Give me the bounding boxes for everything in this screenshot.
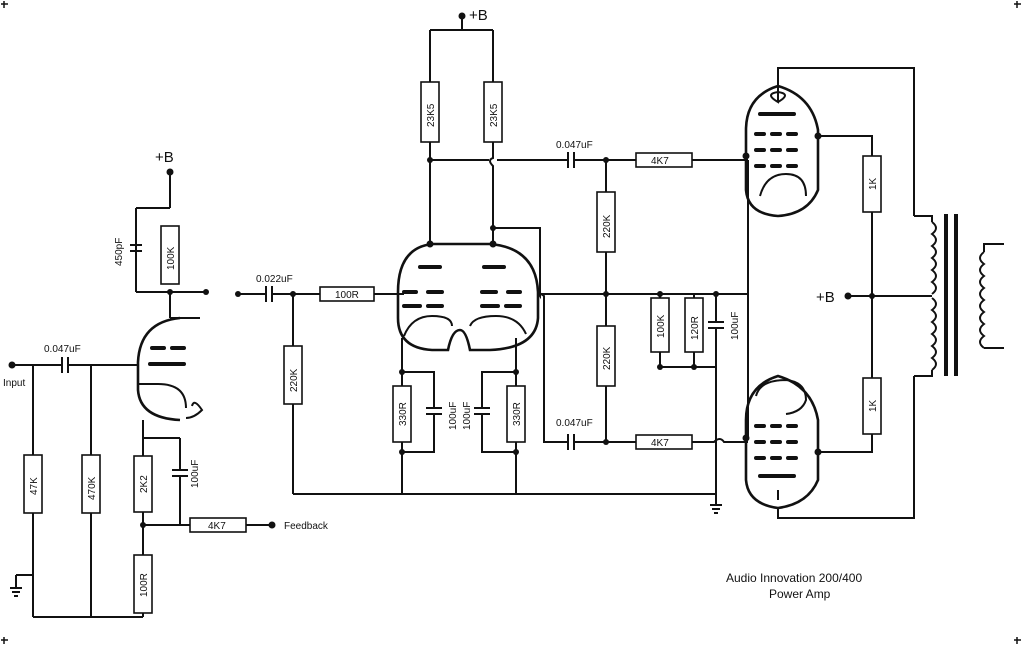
supply-label-right: +B <box>816 289 835 306</box>
feedback-label: Feedback <box>284 521 329 532</box>
resistor-4k7-lower-label: 4K7 <box>651 438 669 449</box>
resistor-100r-bottom-label: 100R <box>139 573 150 597</box>
resistor-330r-right-label: 330R <box>512 402 523 426</box>
resistor-4k7-feedback-label: 4K7 <box>208 521 226 532</box>
resistor-100r-grid-label: 100R <box>335 290 359 301</box>
resistor-4k7-lower <box>635 434 693 450</box>
output-stage: 1K 1K +B <box>742 67 932 519</box>
cap-100uf-bias-label: 100uF <box>730 312 741 340</box>
supply-label-left: +B <box>155 149 174 166</box>
resistor-330r-left <box>392 385 412 443</box>
input-stage: +B 450pF 100K Input 0.047uF 47K 470K <box>3 149 329 618</box>
cap-lower-label: 0.047uF <box>556 418 593 429</box>
input-triode-envelope <box>136 316 181 422</box>
bias-network: 0.047uF 4K7 0.047uF 4K7 220K 220K 100K 1… <box>540 140 748 514</box>
resistor-47k <box>23 454 43 514</box>
resistor-220k-lower <box>596 325 616 387</box>
resistor-1k-upper-label: 1K <box>868 177 879 190</box>
resistor-220k-grid-label: 220K <box>289 368 300 392</box>
resistor-2k2 <box>133 455 153 513</box>
output-tube-upper <box>744 84 820 218</box>
resistor-100r-bottom <box>133 554 153 614</box>
resistor-2k2-label: 2K2 <box>139 475 150 493</box>
resistor-4k7-upper-label: 4K7 <box>651 156 669 167</box>
resistor-47k-label: 47K <box>29 477 40 495</box>
resistor-100r-grid <box>319 286 375 302</box>
cap-upper-label: 0.047uF <box>556 140 593 151</box>
cap-100uf-first-label: 100uF <box>190 460 201 488</box>
supply-label-top: +B <box>469 7 488 24</box>
resistor-220k-upper <box>596 191 616 253</box>
resistor-4k7-feedback <box>189 517 247 533</box>
input-label: Input <box>3 378 25 389</box>
resistor-330r-right <box>506 385 526 443</box>
resistor-100k-first <box>160 225 180 285</box>
resistor-220k-lower-label: 220K <box>602 346 613 370</box>
cap-input-label: 0.047uF <box>44 344 81 355</box>
resistor-1k-lower-label: 1K <box>868 399 879 412</box>
resistor-100k-bias-label: 100K <box>656 314 667 338</box>
phase-splitter-stage: 0.022uF 100R 220K +B 23K5 23K5 330R <box>235 7 716 495</box>
resistor-220k-grid <box>283 345 303 405</box>
cap-100uf-cat-left-label: 100uF <box>448 402 459 430</box>
cap-450pf-label: 450pF <box>114 238 125 266</box>
diagram-title-line2: Power Amp <box>769 587 831 601</box>
cap-100uf-cat-right-label: 100uF <box>462 402 473 430</box>
resistor-100k-bias <box>650 297 670 353</box>
transformer-core <box>944 214 958 376</box>
output-transformer <box>914 214 1004 377</box>
resistor-220k-upper-label: 220K <box>602 214 613 238</box>
resistor-100k-first-label: 100K <box>166 246 177 270</box>
resistor-470k-label: 470K <box>87 476 98 500</box>
cap-coupling-label: 0.022uF <box>256 274 293 285</box>
diagram-title-line1: Audio Innovation 200/400 <box>726 571 862 585</box>
resistor-4k7-upper <box>635 152 693 168</box>
resistor-120r-bias <box>684 297 704 353</box>
resistor-23k5-left-label: 23K5 <box>426 103 437 127</box>
resistor-470k <box>81 454 101 514</box>
resistor-23k5-right-label: 23K5 <box>489 103 500 127</box>
resistor-330r-left-label: 330R <box>398 402 409 426</box>
resistor-120r-bias-label: 120R <box>690 316 701 340</box>
splitter-tube-envelope <box>396 242 540 352</box>
